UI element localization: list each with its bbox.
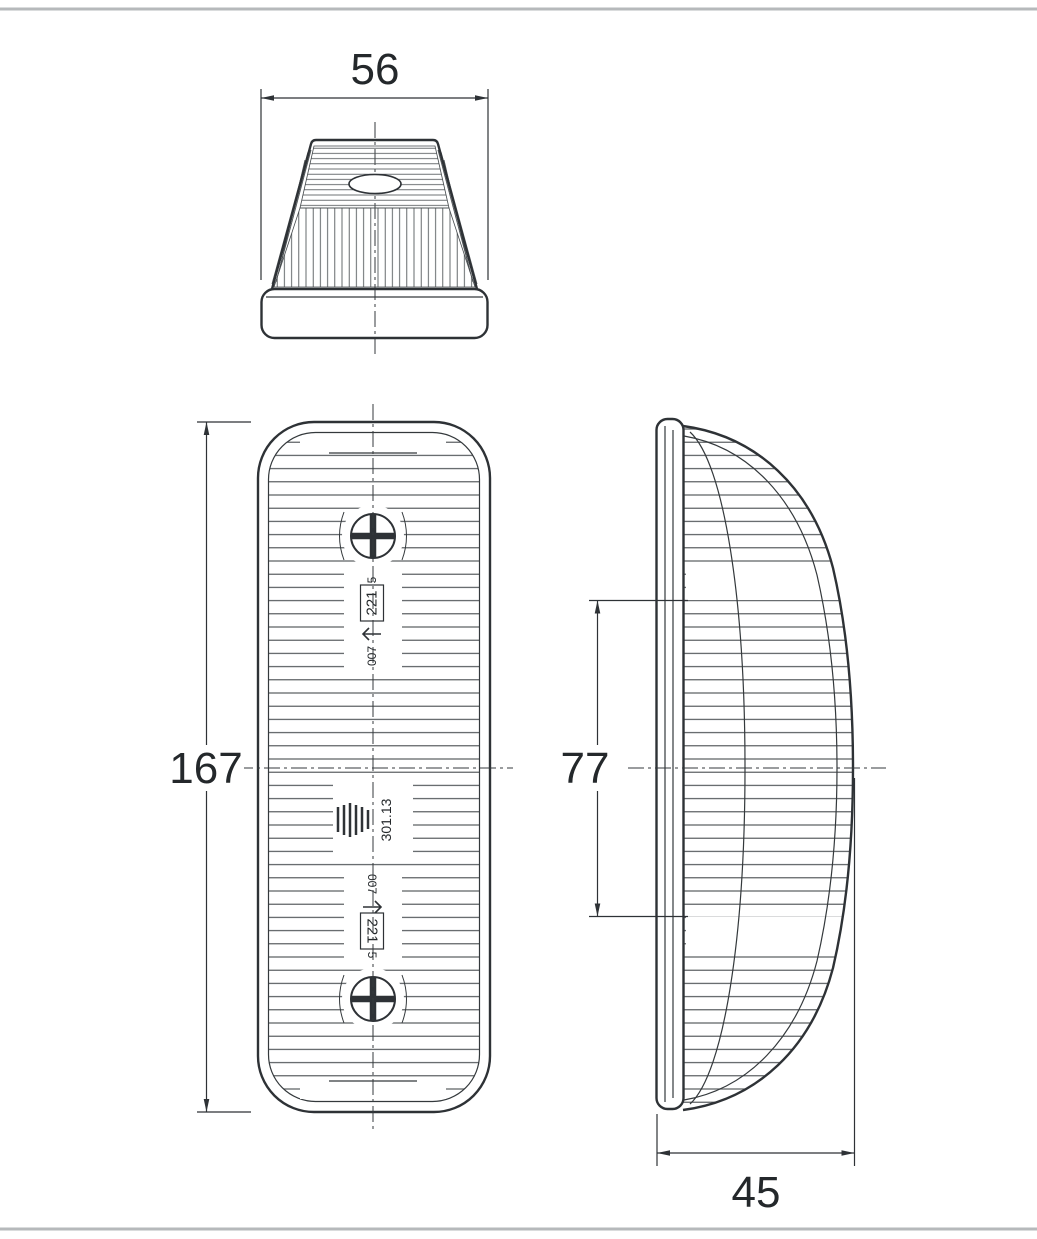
depth-dimension: 45 [656,778,856,1217]
approval-box [359,584,385,622]
code-number: 007 [365,646,379,666]
small-digit: 5 [365,576,379,583]
code-number: 007 [365,874,379,894]
approval-markings-top: 5 221 007 [359,576,385,666]
base-flange [260,287,489,340]
top-width-dimension: 56 [260,45,489,280]
depth-value: 45 [732,1168,781,1217]
approval-number: 221 [364,590,381,615]
part-number: 301.13 [378,798,394,841]
direction-arrow-icon [363,900,383,914]
front-height-value: 167 [169,744,242,793]
brand-logo-icon [336,803,370,837]
side-view: 77 45 [556,417,886,1217]
approval-box [359,912,385,950]
top-view: 56 [260,45,489,356]
top-width-value: 56 [351,45,400,94]
small-digit: 5 [365,952,379,959]
screw-top [350,513,396,559]
lens-inner-outline [267,431,481,1103]
direction-arrow-icon [361,627,381,641]
lens-outer-outline [256,420,492,1114]
approval-number: 221 [364,918,381,943]
approval-markings-bottom: 007 221 5 [359,874,385,959]
lens-oval-window [348,173,402,195]
top-view-body-outline [270,138,479,290]
mount-spacing-value: 77 [561,744,610,793]
center-markings: 301.13 [336,798,394,841]
front-height-dimension: 167 [169,421,251,1113]
mounting-flange [655,417,685,1111]
front-view: 5 221 007 301.13 007 221 5 [169,404,513,1130]
mount-spacing-dimension: 77 [556,599,688,918]
dimension-text-background [169,745,244,791]
lens-vertical-hatch [273,207,476,288]
screw-notch-arcs [339,511,407,1024]
dimension-text-background [556,745,614,791]
